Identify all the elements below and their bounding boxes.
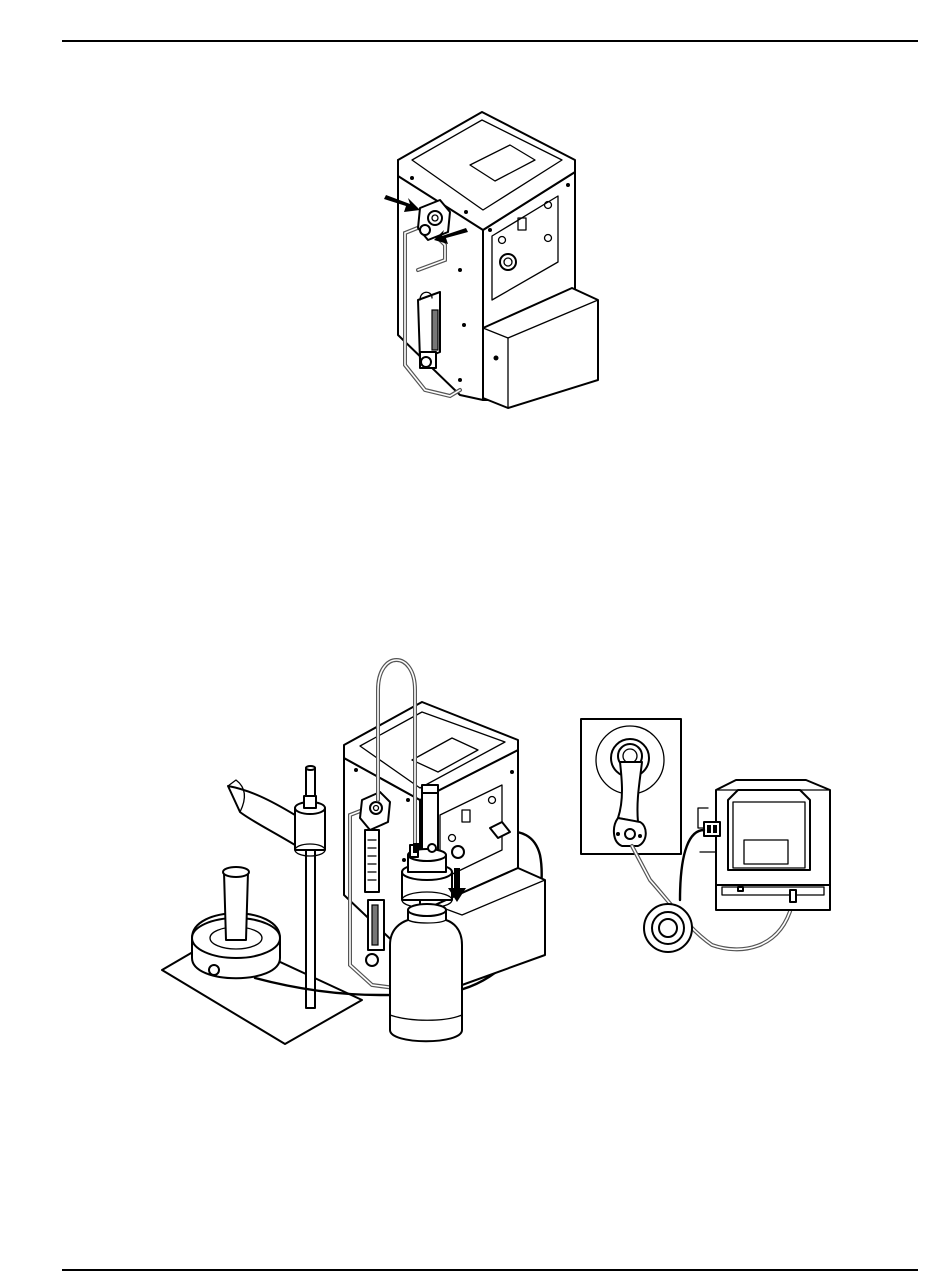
auxiliary-device-jack (790, 890, 796, 902)
auxiliary-connector (704, 822, 720, 836)
reagent-bottle (390, 910, 462, 1041)
burette-cylinder (365, 830, 379, 892)
plug-cable-handle (618, 762, 642, 822)
titration-vessel (224, 872, 248, 940)
stand-clamp-arm (228, 786, 305, 845)
socket-icon (500, 254, 516, 270)
figure-1-titrator-illustration (380, 105, 610, 410)
footer-rule (62, 1269, 918, 1271)
drying-tube (422, 790, 438, 850)
data-cable (680, 830, 704, 900)
figure-2-setup-illustration (160, 655, 860, 1050)
header-rule (62, 40, 918, 42)
